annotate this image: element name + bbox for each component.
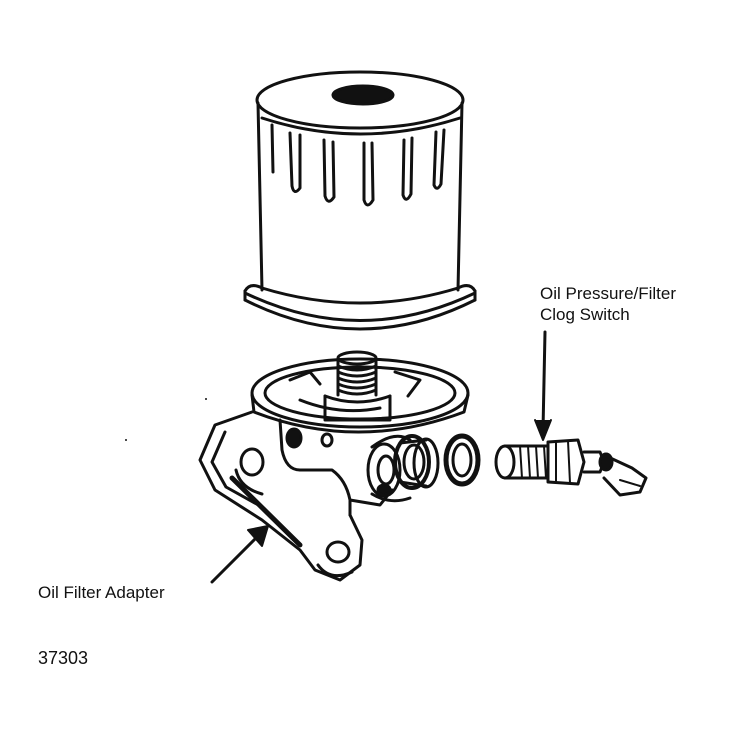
- oil-filter-canister: [243, 70, 477, 331]
- figure-number: 37303: [38, 648, 89, 668]
- switch-label-line2: Clog Switch: [540, 305, 630, 324]
- threaded-center-stud: [323, 350, 392, 422]
- switch-leader-arrow: [534, 330, 552, 441]
- adapter-leader-arrow: [210, 525, 269, 584]
- o-ring: [443, 433, 481, 487]
- switch-callout-label: Oil Pressure/Filter Clog Switch: [540, 283, 676, 325]
- oil-pressure-switch: [494, 438, 648, 497]
- adapter-housing: [198, 410, 412, 582]
- port-fitting: [393, 434, 440, 490]
- switch-label-line1: Oil Pressure/Filter: [540, 284, 677, 303]
- adapter-callout-label: Oil Filter Adapter: [38, 583, 165, 602]
